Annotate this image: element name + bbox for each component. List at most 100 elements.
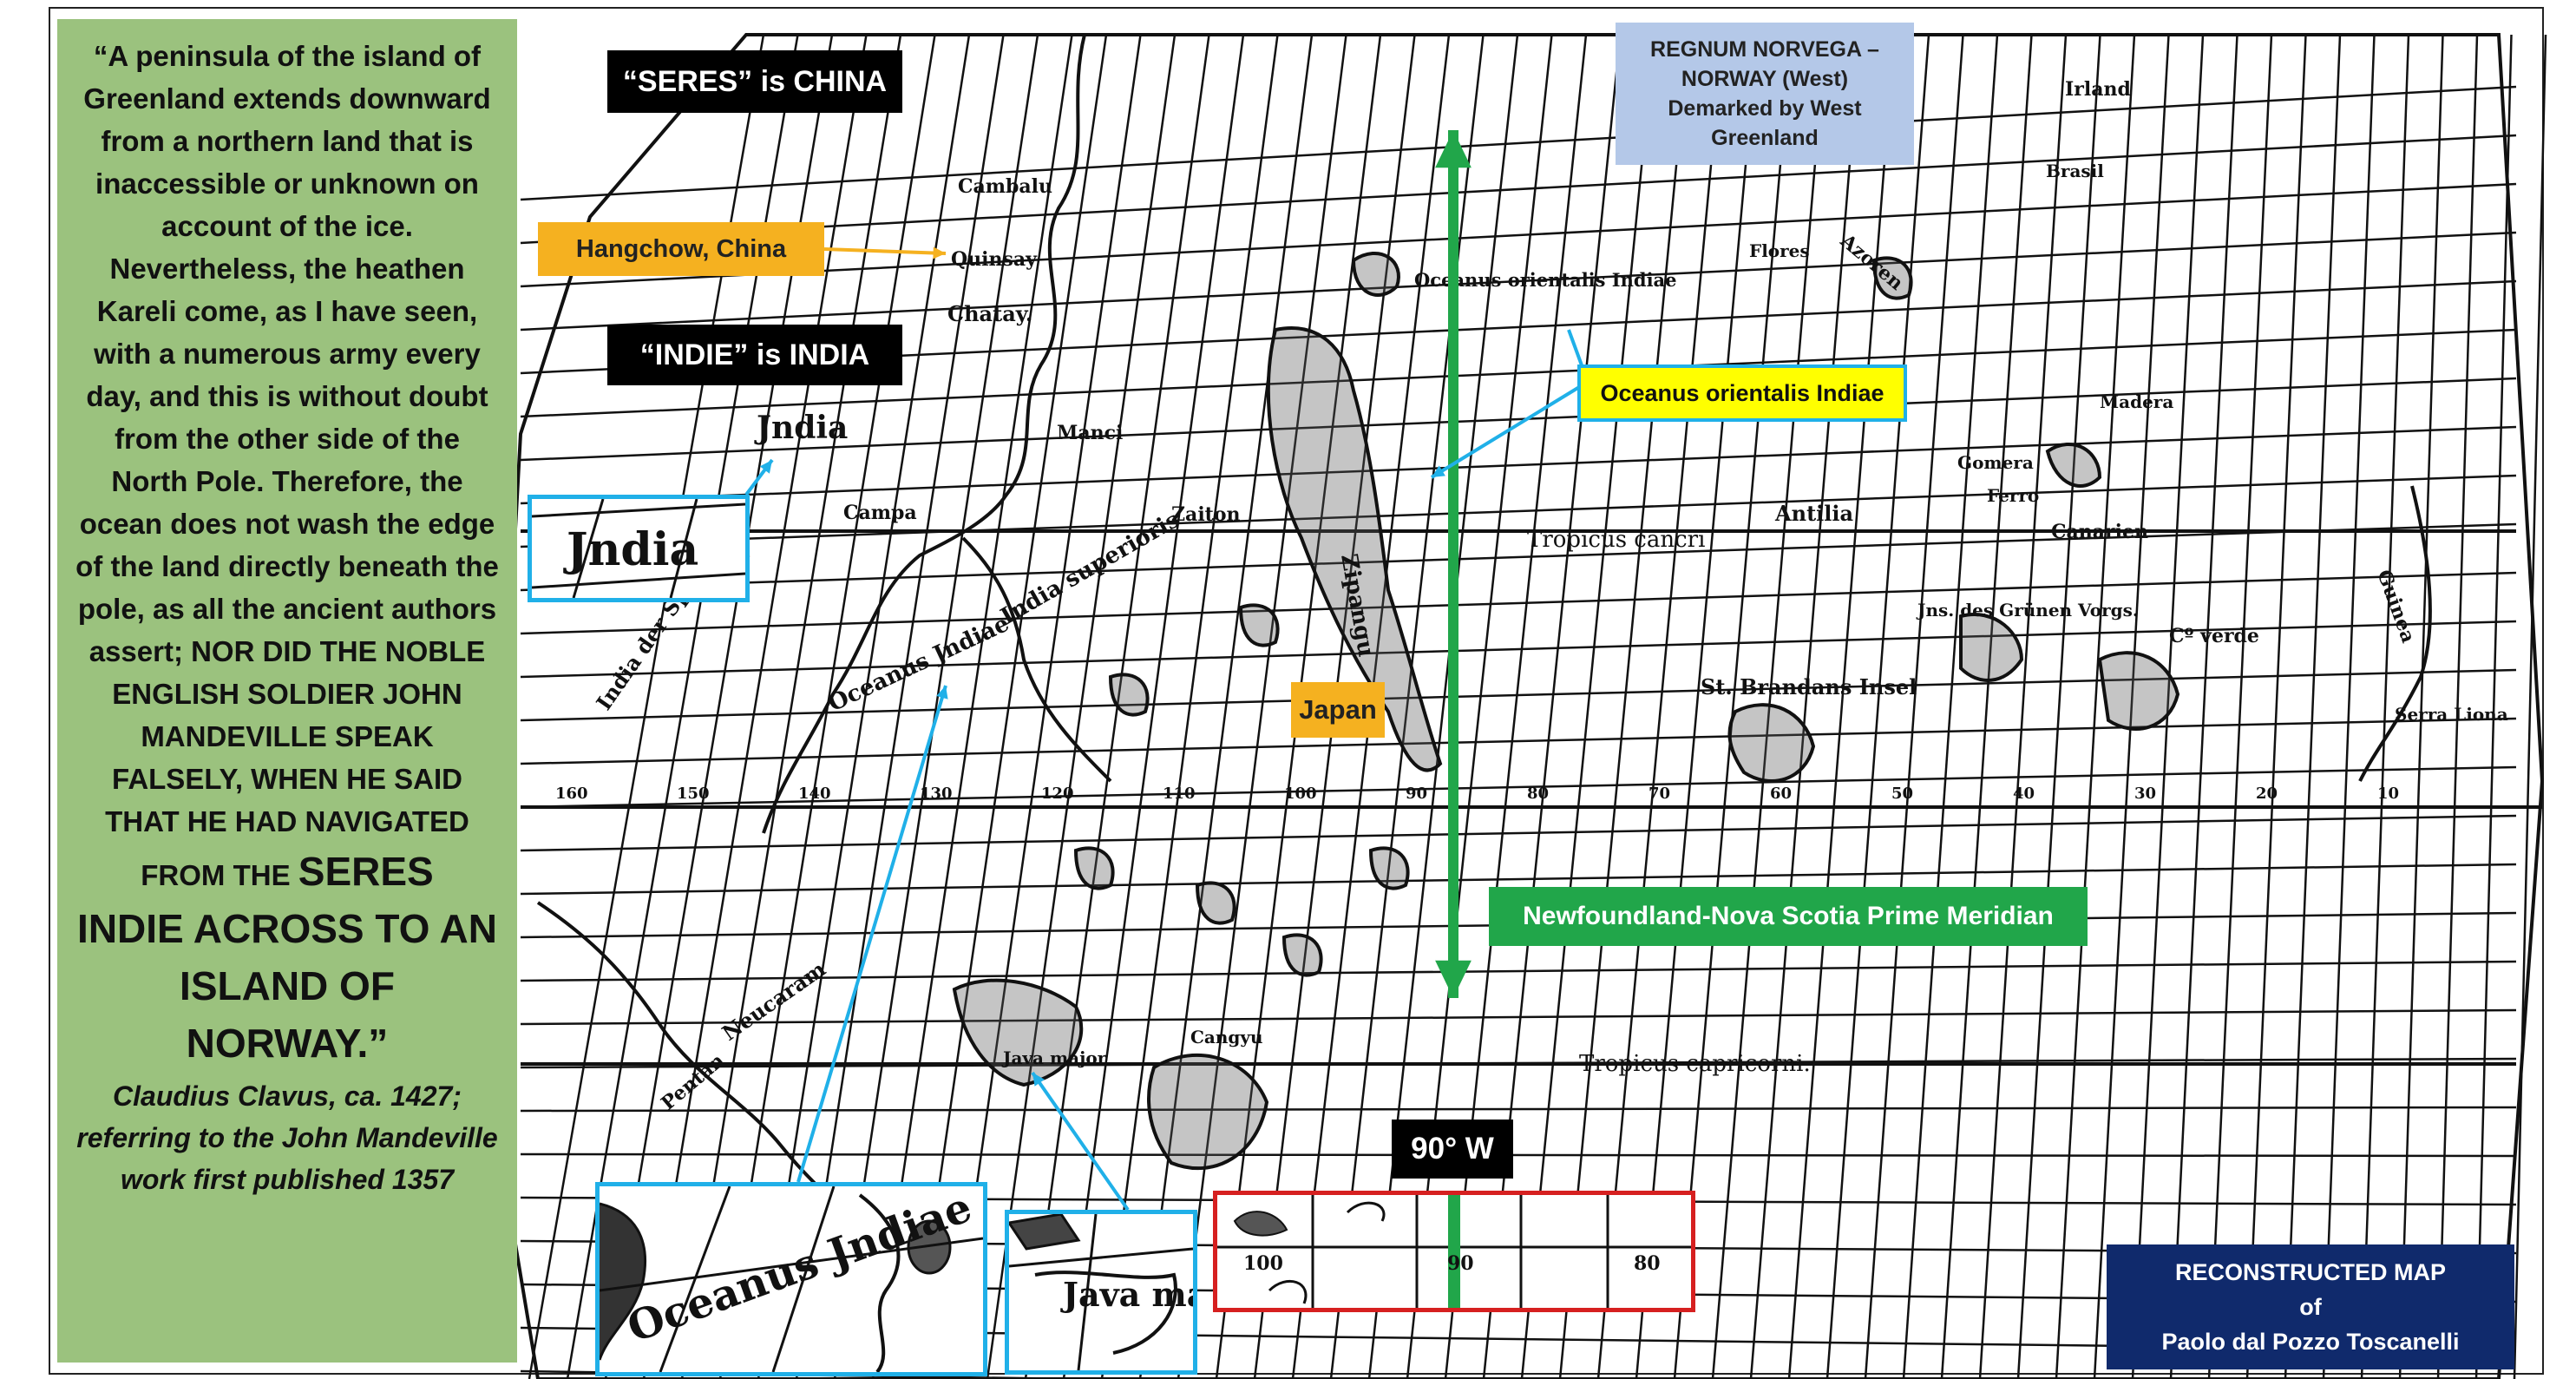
coastline-10 bbox=[1871, 256, 1913, 300]
equator-tick-label: 40 bbox=[2013, 785, 2035, 803]
meridian-line bbox=[2245, 34, 2307, 1379]
indie-label: “INDIE” is INDIA bbox=[607, 325, 902, 385]
coastline-17 bbox=[1281, 933, 1323, 977]
regnum-norvega-label: REGNUM NORVEGA – NORWAY (West) Demarked … bbox=[1616, 23, 1914, 165]
coastline-4 bbox=[952, 978, 1084, 1087]
parallel-line bbox=[520, 717, 2517, 765]
meridian-line bbox=[2513, 34, 2547, 1379]
map-label-quinsay: Quinsay bbox=[951, 248, 1038, 271]
map-label-cambalu: Cambalu bbox=[958, 175, 1052, 198]
meridian-line bbox=[1978, 34, 2068, 1379]
oceanus-orientalis-label: Oceanus orientalis Indiae bbox=[1577, 364, 1907, 422]
coastline-3 bbox=[1267, 326, 1443, 772]
parallel-line bbox=[520, 1106, 2517, 1113]
map-label-cap-verde: Cº verde bbox=[2169, 625, 2259, 647]
prime-meridian-arrow-down-head bbox=[1435, 960, 1472, 998]
oceanus-indiae-callout bbox=[796, 685, 947, 1183]
equator-tick-label: 120 bbox=[1041, 785, 1074, 803]
equator-tick-label: 90 bbox=[1406, 785, 1427, 803]
seres-label: “SERES” is CHINA bbox=[607, 50, 902, 113]
coastline-5 bbox=[1147, 1054, 1269, 1171]
meridian-line bbox=[833, 34, 1039, 1379]
parallel-line bbox=[520, 182, 2517, 288]
map-label-madera: Madera bbox=[2100, 391, 2173, 412]
coastline-2 bbox=[961, 536, 1112, 783]
map-label-antilia: Antilia bbox=[1774, 501, 1853, 526]
java-inset: Java major bbox=[1005, 1210, 1197, 1375]
coastline-16 bbox=[1195, 881, 1236, 925]
equator-tick-label: 60 bbox=[1770, 785, 1792, 803]
map-label-campa: Campa bbox=[843, 502, 917, 524]
equator-tick-label: 130 bbox=[920, 785, 953, 803]
coastlines bbox=[536, 34, 2432, 1251]
coastline-0 bbox=[762, 34, 1086, 834]
map-title-line-3: Paolo dal Pozzo Toscanelli bbox=[2161, 1329, 2460, 1355]
equator-tick-label: 80 bbox=[1527, 785, 1549, 803]
map-label-irland: Irland bbox=[2065, 78, 2131, 101]
map-title-line-1: RECONSTRUCTED MAP bbox=[2174, 1259, 2446, 1285]
india-inset-text: Jndia bbox=[563, 523, 698, 576]
prime-meridian-label: Newfoundland-Nova Scotia Prime Meridian bbox=[1489, 887, 2088, 946]
map-label-chatay: Chatay. bbox=[947, 301, 1032, 326]
parallel-line bbox=[520, 863, 2517, 896]
java-callout bbox=[1031, 1071, 1130, 1212]
coastline-13 bbox=[1238, 603, 1280, 647]
hangchow-arrow-head bbox=[933, 246, 946, 259]
map-label-java-major: Java major bbox=[1001, 1047, 1107, 1068]
map-title-line-2: of bbox=[2299, 1294, 2322, 1320]
coastline-7 bbox=[1959, 613, 2024, 682]
india-inset: Jndia bbox=[528, 495, 750, 602]
java-inset-text: Java major bbox=[1060, 1275, 1193, 1314]
meridian-line bbox=[1940, 34, 2033, 1379]
parallel-line bbox=[520, 134, 2517, 245]
parallel-line bbox=[520, 425, 2517, 505]
india-inset-svg: Jndia bbox=[532, 499, 745, 598]
parallel-line bbox=[520, 765, 2517, 809]
callout-lines bbox=[527, 130, 1590, 1212]
java-inset-svg: Java major bbox=[1009, 1214, 1193, 1370]
parallel-line bbox=[520, 571, 2517, 635]
map-label-tropicus-cancri: Tropicus cancri bbox=[1527, 527, 1705, 553]
map-label-gruenen: Jns. des Grünen Vorgs. bbox=[1916, 600, 2139, 621]
oceanus-orientalis-callout-head bbox=[1432, 465, 1445, 477]
japan-label: Japan bbox=[1291, 682, 1385, 738]
equator-tick-label: 110 bbox=[1163, 785, 1196, 803]
equator-tick-label: 160 bbox=[555, 785, 588, 803]
quote-emphasis-seres: SERES bbox=[298, 849, 434, 894]
equator-tick-label: 20 bbox=[2256, 785, 2278, 803]
hangchow-arrow bbox=[823, 247, 947, 255]
coastline-6 bbox=[1727, 703, 1816, 783]
map-label-flores: Flores bbox=[1749, 240, 1810, 261]
equator-tick-label: 70 bbox=[1649, 785, 1670, 803]
coastline-15 bbox=[1073, 846, 1115, 890]
map-label-pentan: Pentan bbox=[657, 1049, 729, 1114]
coastline-14 bbox=[1108, 673, 1150, 717]
prime-meridian-arrow-up-head bbox=[1435, 130, 1472, 168]
equator-tick-label: 50 bbox=[1891, 785, 1913, 803]
meridian-line bbox=[2207, 34, 2273, 1379]
india-callout-head bbox=[759, 460, 772, 474]
oceanus-indiae-callout-head bbox=[936, 686, 948, 699]
parallel-line bbox=[520, 85, 2517, 201]
quote-lead: FROM THE bbox=[141, 859, 291, 891]
map-label-brasil: Brasil bbox=[2046, 161, 2104, 181]
parallel-line bbox=[520, 814, 2517, 852]
map-label-gomera: Gomera bbox=[1957, 452, 2034, 473]
coastline-18 bbox=[1368, 846, 1410, 890]
coastline-9 bbox=[2358, 485, 2432, 782]
parallel-line bbox=[520, 1152, 2517, 1158]
parallel-line bbox=[520, 620, 2517, 679]
meridian-line bbox=[2016, 34, 2101, 1379]
parallel-line bbox=[520, 377, 2517, 462]
map-label-serra-liona: Serra Liona bbox=[2395, 704, 2508, 725]
map-label-manci: Manci bbox=[1057, 422, 1123, 444]
ninety-west-inset: 100 90 80 bbox=[1213, 1191, 1695, 1312]
map-label-zaiton: Zaiton bbox=[1171, 503, 1241, 526]
meridian-line bbox=[1138, 34, 1314, 1379]
map-label-cangyu: Cangyu bbox=[1190, 1027, 1263, 1047]
parallel-line bbox=[520, 960, 2517, 982]
oceanus-inset: Oceanus Jndiae bbox=[595, 1182, 987, 1376]
equator-tick-label: 150 bbox=[677, 785, 710, 803]
oceanus-orientalis-callout bbox=[1430, 380, 1590, 479]
